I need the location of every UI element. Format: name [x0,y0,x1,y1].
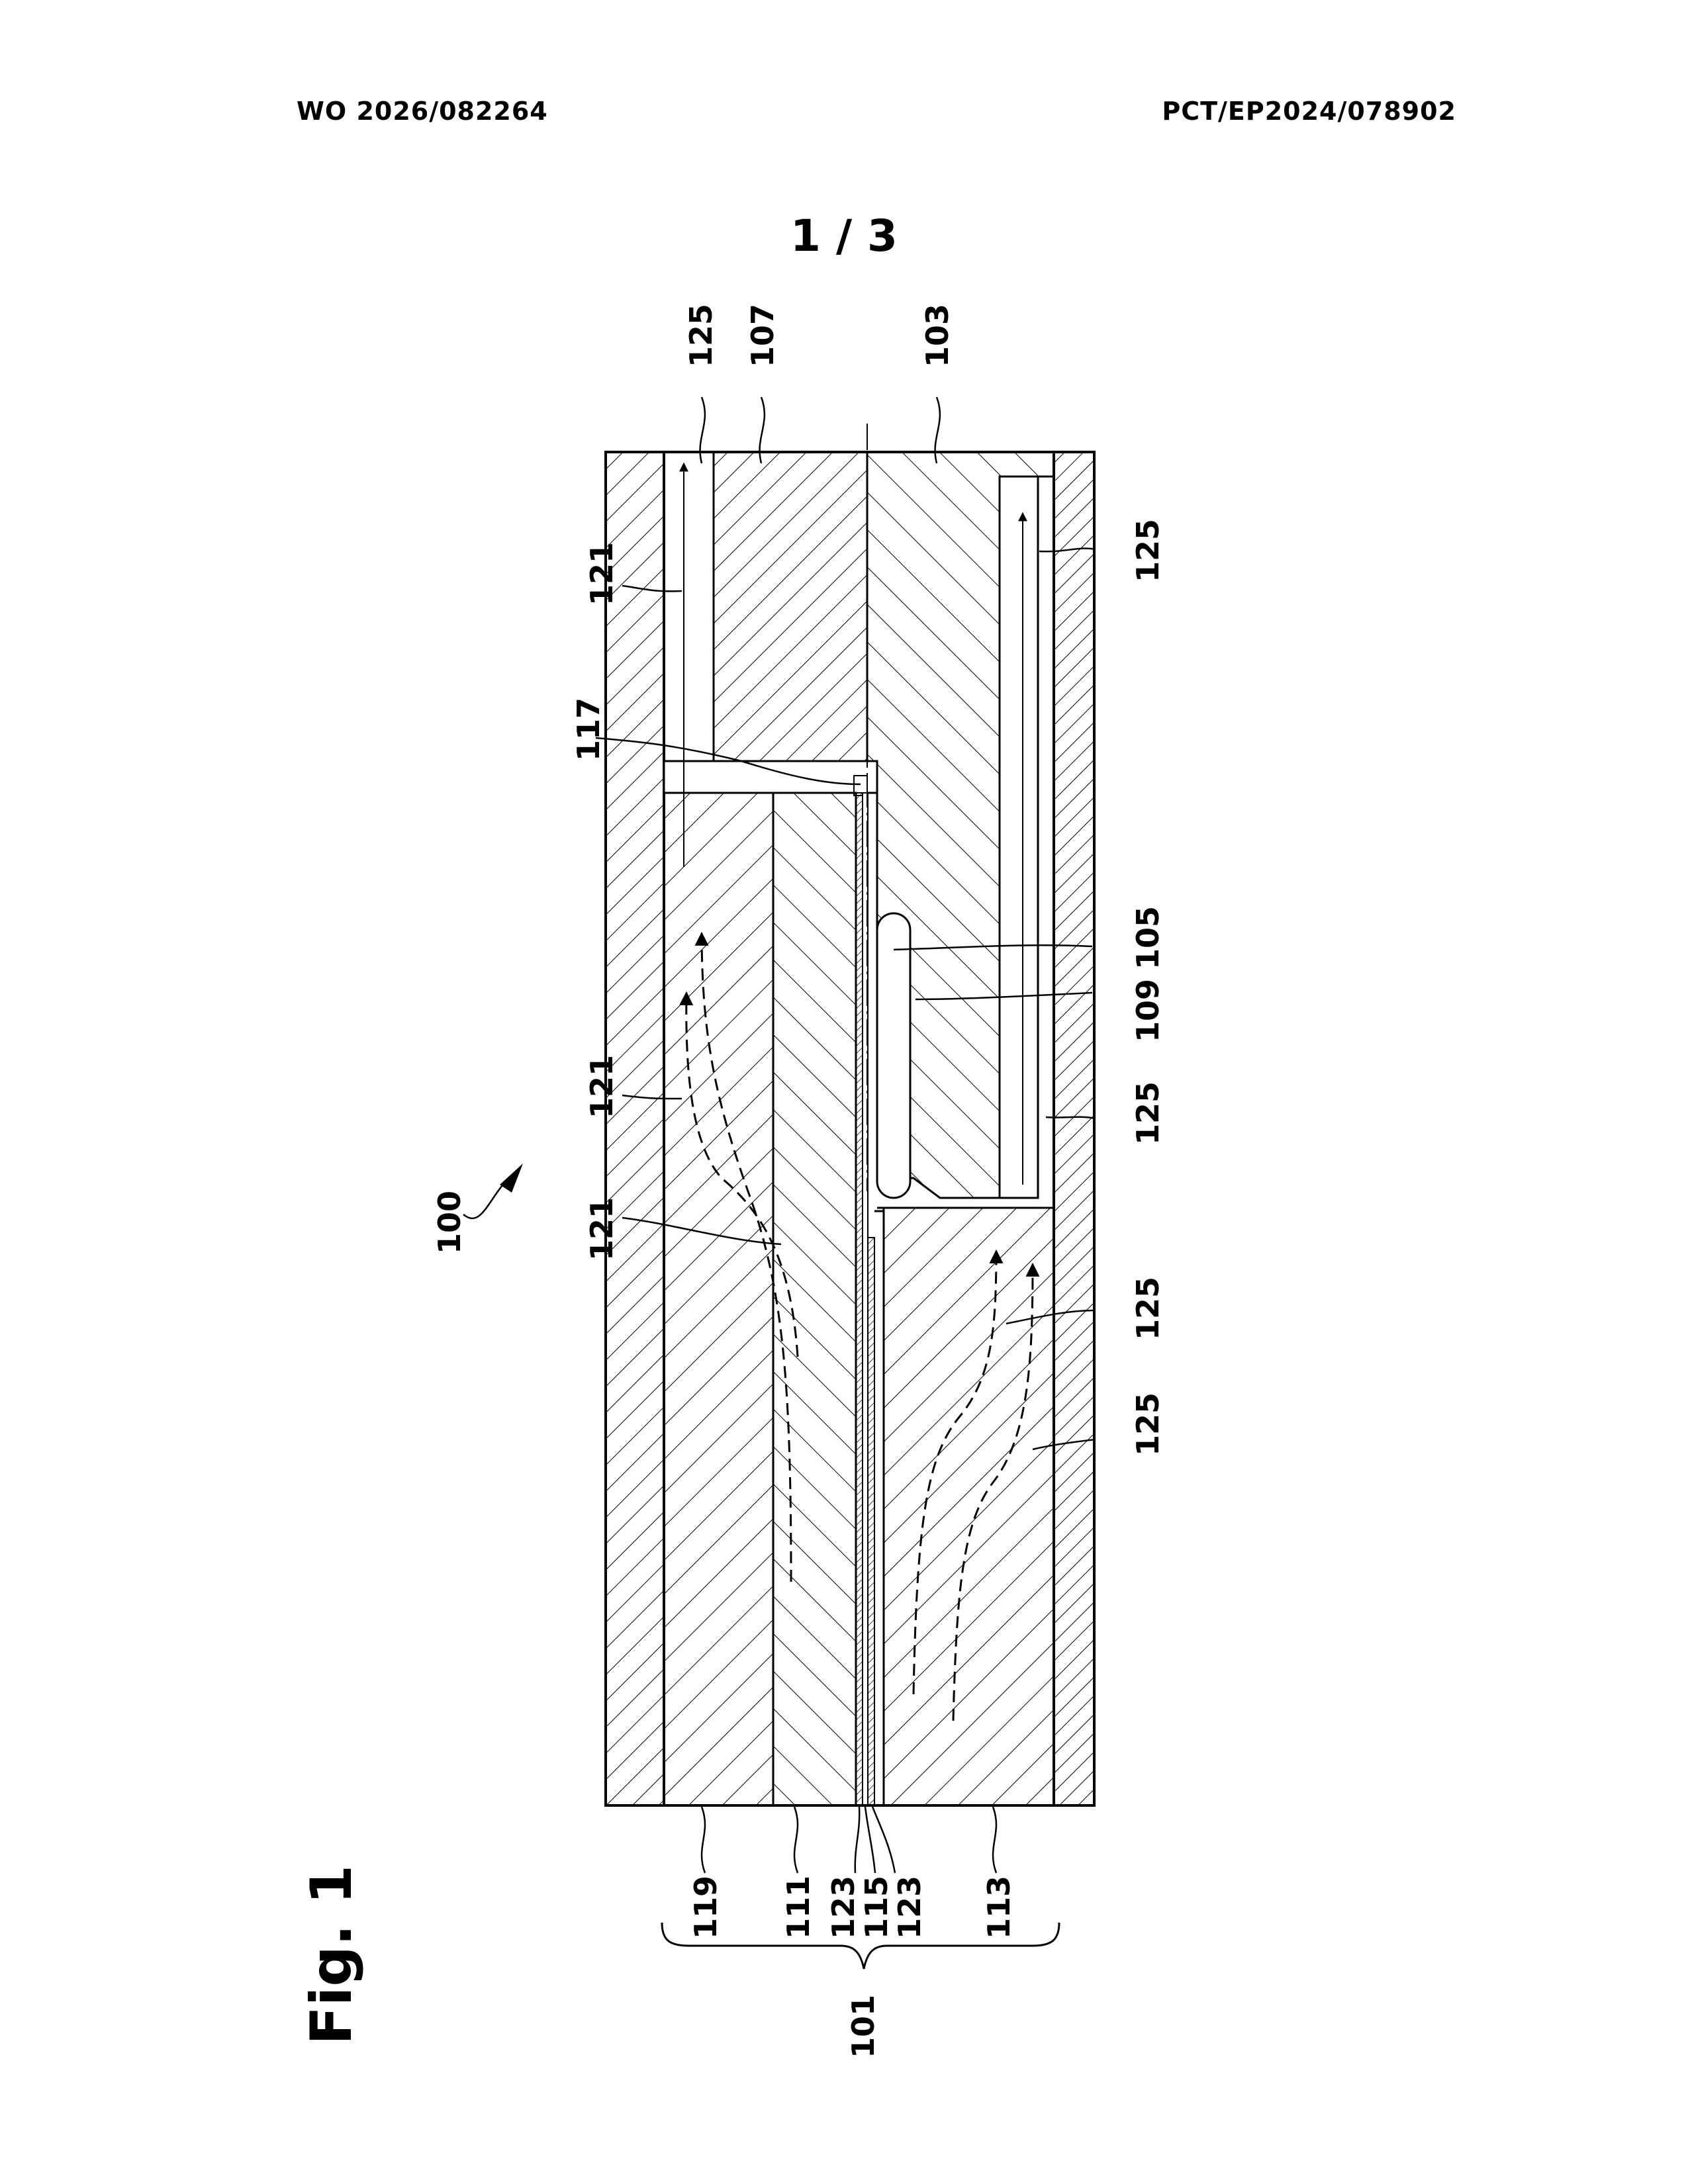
figure-caption: Fig. 1 [299,1865,365,2045]
layer-111 [773,793,856,1805]
label-109: 109 [1130,979,1166,1042]
label-119: 119 [688,1876,724,1939]
channel-125-right [1000,477,1038,1198]
label-113: 113 [981,1876,1017,1939]
housing-right-wall [1054,452,1094,1805]
layers-123-115-123 [856,793,874,1805]
label-117: 117 [571,698,606,761]
label-125-top: 125 [683,304,719,367]
label-111: 111 [780,1876,816,1939]
label-115: 115 [859,1876,894,1939]
label-121-mid: 121 [584,1055,620,1118]
layer-113 [884,1208,1054,1805]
arrow-100-head [500,1163,523,1193]
label-103: 103 [919,304,955,367]
layer-119 [664,793,773,1805]
component-107 [714,452,867,761]
label-125-right-mid: 125 [1130,1081,1166,1145]
label-121-top: 121 [584,542,620,606]
label-105: 105 [1130,906,1166,970]
plate-117 [664,761,877,796]
label-107: 107 [745,304,780,367]
housing-left-wall [606,452,664,1805]
label-101: 101 [845,1995,881,2058]
cavity-105 [877,913,910,1198]
label-125-right-top: 125 [1130,519,1166,582]
label-123-left: 123 [825,1876,861,1939]
label-125-right-low2: 125 [1130,1392,1166,1456]
label-123-right: 123 [892,1876,927,1939]
label-121-low: 121 [584,1197,620,1261]
label-125-right-low1: 125 [1130,1277,1166,1340]
label-100: 100 [432,1191,467,1254]
